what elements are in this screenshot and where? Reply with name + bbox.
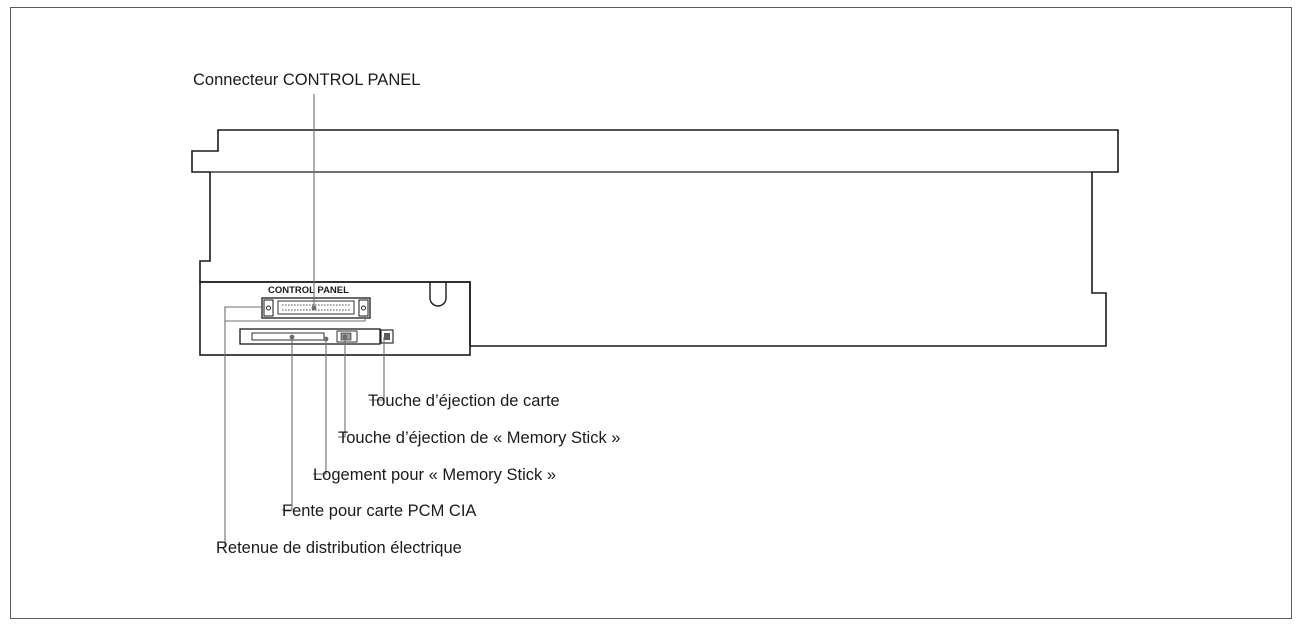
leader-memory-stick-slot — [313, 338, 327, 475]
connector-right-screw — [361, 305, 366, 311]
leader-lines — [224, 94, 385, 546]
leader-memory-stick-eject — [338, 337, 346, 438]
panel-notch — [429, 282, 447, 307]
connector-pin-field — [277, 300, 355, 315]
front-panel — [199, 281, 471, 356]
label-pcmcia-slot: Fente pour carte PCM CIA — [282, 502, 477, 520]
leader-dots — [289, 305, 348, 342]
card-eject-button-core — [384, 333, 390, 340]
label-power-retainer: Retenue de distribution électrique — [216, 539, 462, 557]
leader-power-retainer — [224, 306, 263, 546]
control-panel-connector — [261, 297, 371, 319]
label-card-eject-button: Touche d’éjection de carte — [368, 392, 560, 410]
label-memory-stick-eject-button: Touche d’éjection de « Memory Stick » — [338, 429, 621, 447]
card-eject-button — [380, 329, 394, 344]
leader-power-retainer-arm — [225, 316, 366, 322]
card-slot-assembly — [239, 328, 381, 345]
connector-right-tab — [358, 299, 369, 317]
connector-left-screw — [266, 305, 271, 311]
figure-frame — [10, 7, 1292, 619]
connector-pins — [282, 304, 350, 311]
leader-card-eject — [369, 337, 385, 401]
memory-stick-eject-housing — [336, 330, 358, 343]
panel-marking-text: CONTROL PANEL — [268, 285, 349, 296]
connector-left-tab — [263, 299, 274, 317]
label-memory-stick-slot: Logement pour « Memory Stick » — [313, 466, 557, 484]
label-control-panel-connector: Connecteur CONTROL PANEL — [193, 71, 421, 89]
leader-pcmcia — [282, 337, 293, 511]
pcmcia-slot — [251, 332, 325, 341]
